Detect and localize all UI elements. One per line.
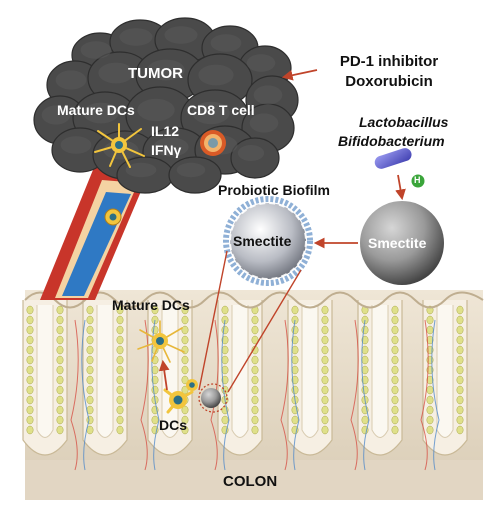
lactobacillus-label: Lactobacillus [359,114,449,130]
arrow-drugs-to-tumor [281,69,318,81]
smectite-bare-sphere [360,201,444,285]
arrows [158,69,406,391]
tumor-mature-dc [94,123,145,168]
tumor-mature-dcs-label: Mature DCs [57,102,135,118]
h-badge [411,174,425,188]
smectite-bare-label: Smectite [368,235,427,251]
colon-dc-cells [163,379,198,414]
intestinal-crypts [22,300,468,471]
probiotic-biofilm-label: Probiotic Biofilm [218,182,330,198]
smectite-coated-sphere [223,196,313,286]
doxorubicin-label: Doxorubicin [345,73,433,90]
ifng-label: IFNγ [151,142,182,158]
probiotic-bacterium [374,148,412,169]
colon-mature-dcs-label: Mature DCs [112,297,190,313]
colon-smectite-particle [198,250,302,413]
colon-label: COLON [223,473,278,490]
arrow-dcs-to-mature-dcs [158,359,170,391]
blood-vessel [40,165,150,300]
h-badge-label: H [414,175,421,185]
pd1-inhibitor-label: PD-1 inhibitor [339,53,439,70]
colon-tissue [22,290,484,500]
cd8-t-cell [200,130,226,156]
tumor-mass [33,17,299,194]
vessel-dc-cell [104,208,122,226]
colon-mature-dc [137,320,185,363]
il12-label: IL12 [151,123,180,139]
bifidobacterium-label: Bifidobacterium [338,133,445,149]
dcs-label: DCs [159,417,188,433]
tumor-label: TUMOR [128,65,183,82]
cd8-t-cell-label: CD8 T cell [187,102,255,118]
arrow-probiotic-to-smectite [395,174,406,201]
smectite-coated-label: Smectite [233,233,292,249]
